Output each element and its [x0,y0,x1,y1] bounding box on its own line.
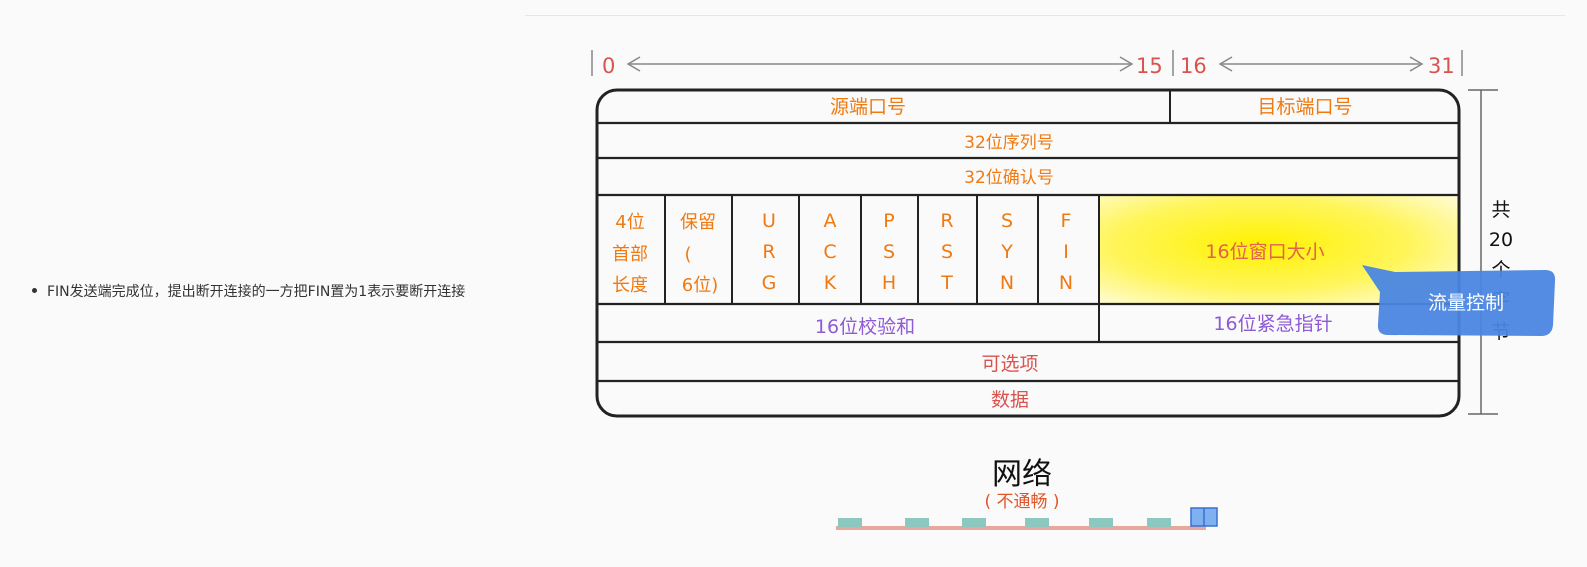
packet [1025,518,1049,527]
flag-letter: K [824,272,837,294]
flag-psh: P S H [882,210,896,294]
options-field: 可选项 [981,353,1038,375]
ruler-label-31: 31 [1428,54,1455,78]
sequence-number-field: 32位序列号 [964,133,1054,153]
header-length-line: 首部 [612,244,648,265]
flag-letter: A [824,210,837,232]
row-dividers [598,121,1458,383]
flag-urg: U R G [762,210,777,294]
callout-label: 流量控制 [1428,292,1504,314]
flag-letter: G [762,272,777,294]
bullet-text: FIN发送端完成位，提出断开连接的一方把FIN置为1表示要断开连接 [47,284,466,300]
header-outline [595,88,1461,418]
network-subtitle: ( 不通畅 ) [984,492,1059,512]
ruler-label-0: 0 [602,54,615,78]
flag-letter: I [1063,241,1069,263]
flow-control-callout: 流量控制 [1362,265,1556,336]
flag-letter: P [883,210,894,232]
dest-port-field: 目标端口号 [1257,96,1352,118]
packet [1089,518,1113,527]
bit-ruler [591,50,1463,76]
packet [905,518,929,527]
reserved-field: 保留 ( 6位) [680,212,718,296]
flag-letter: F [1061,210,1072,232]
network-link [836,507,1218,530]
flag-letter: S [883,241,895,263]
ruler-label-16: 16 [1180,54,1207,78]
network-title: 网络 [992,457,1052,492]
top-divider [525,15,1565,16]
side-label-char: 共 [1491,199,1510,221]
flag-fin: F I N [1059,210,1073,294]
packet [962,518,986,527]
flag-letter: U [762,210,776,232]
header-length-line: 4位 [615,212,644,233]
flag-rst: R S T [940,210,953,294]
urgent-pointer-field: 16位紧急指针 [1213,313,1332,335]
flag-letter: Y [1000,241,1013,263]
reserved-line: 保留 [680,212,716,233]
list-item: FIN发送端完成位，提出断开连接的一方把FIN置为1表示要断开连接 [32,281,465,301]
column-dividers [664,90,1171,342]
flag-syn: S Y N [1000,210,1014,294]
bullet-dot [32,287,37,293]
flag-letter: C [823,241,836,263]
reserved-line: 6位) [682,275,718,296]
packet [1147,518,1171,527]
packet [838,518,862,527]
source-port-field: 源端口号 [830,96,906,118]
ruler-label-15: 15 [1136,54,1163,78]
flag-letter: T [940,272,953,294]
checksum-field: 16位校验和 [815,316,915,338]
ack-number-field: 32位确认号 [964,168,1054,188]
flag-letter: R [940,210,953,232]
flag-letter: H [882,272,896,294]
flag-letter: S [941,241,953,263]
header-length-field: 4位 首部 长度 [612,212,648,296]
header-length-line: 长度 [612,275,648,296]
data-field: 数据 [991,389,1029,411]
flag-ack: A C K [823,210,836,294]
window-size-field: 16位窗口大小 [1205,241,1324,263]
side-label-char: 20 [1489,229,1513,251]
flag-letter: N [1000,272,1014,294]
size-bracket [1468,89,1498,415]
flag-letter: S [1001,210,1013,232]
reserved-line: ( [684,244,691,265]
flag-letter: R [762,241,775,263]
flag-letter: N [1059,272,1073,294]
